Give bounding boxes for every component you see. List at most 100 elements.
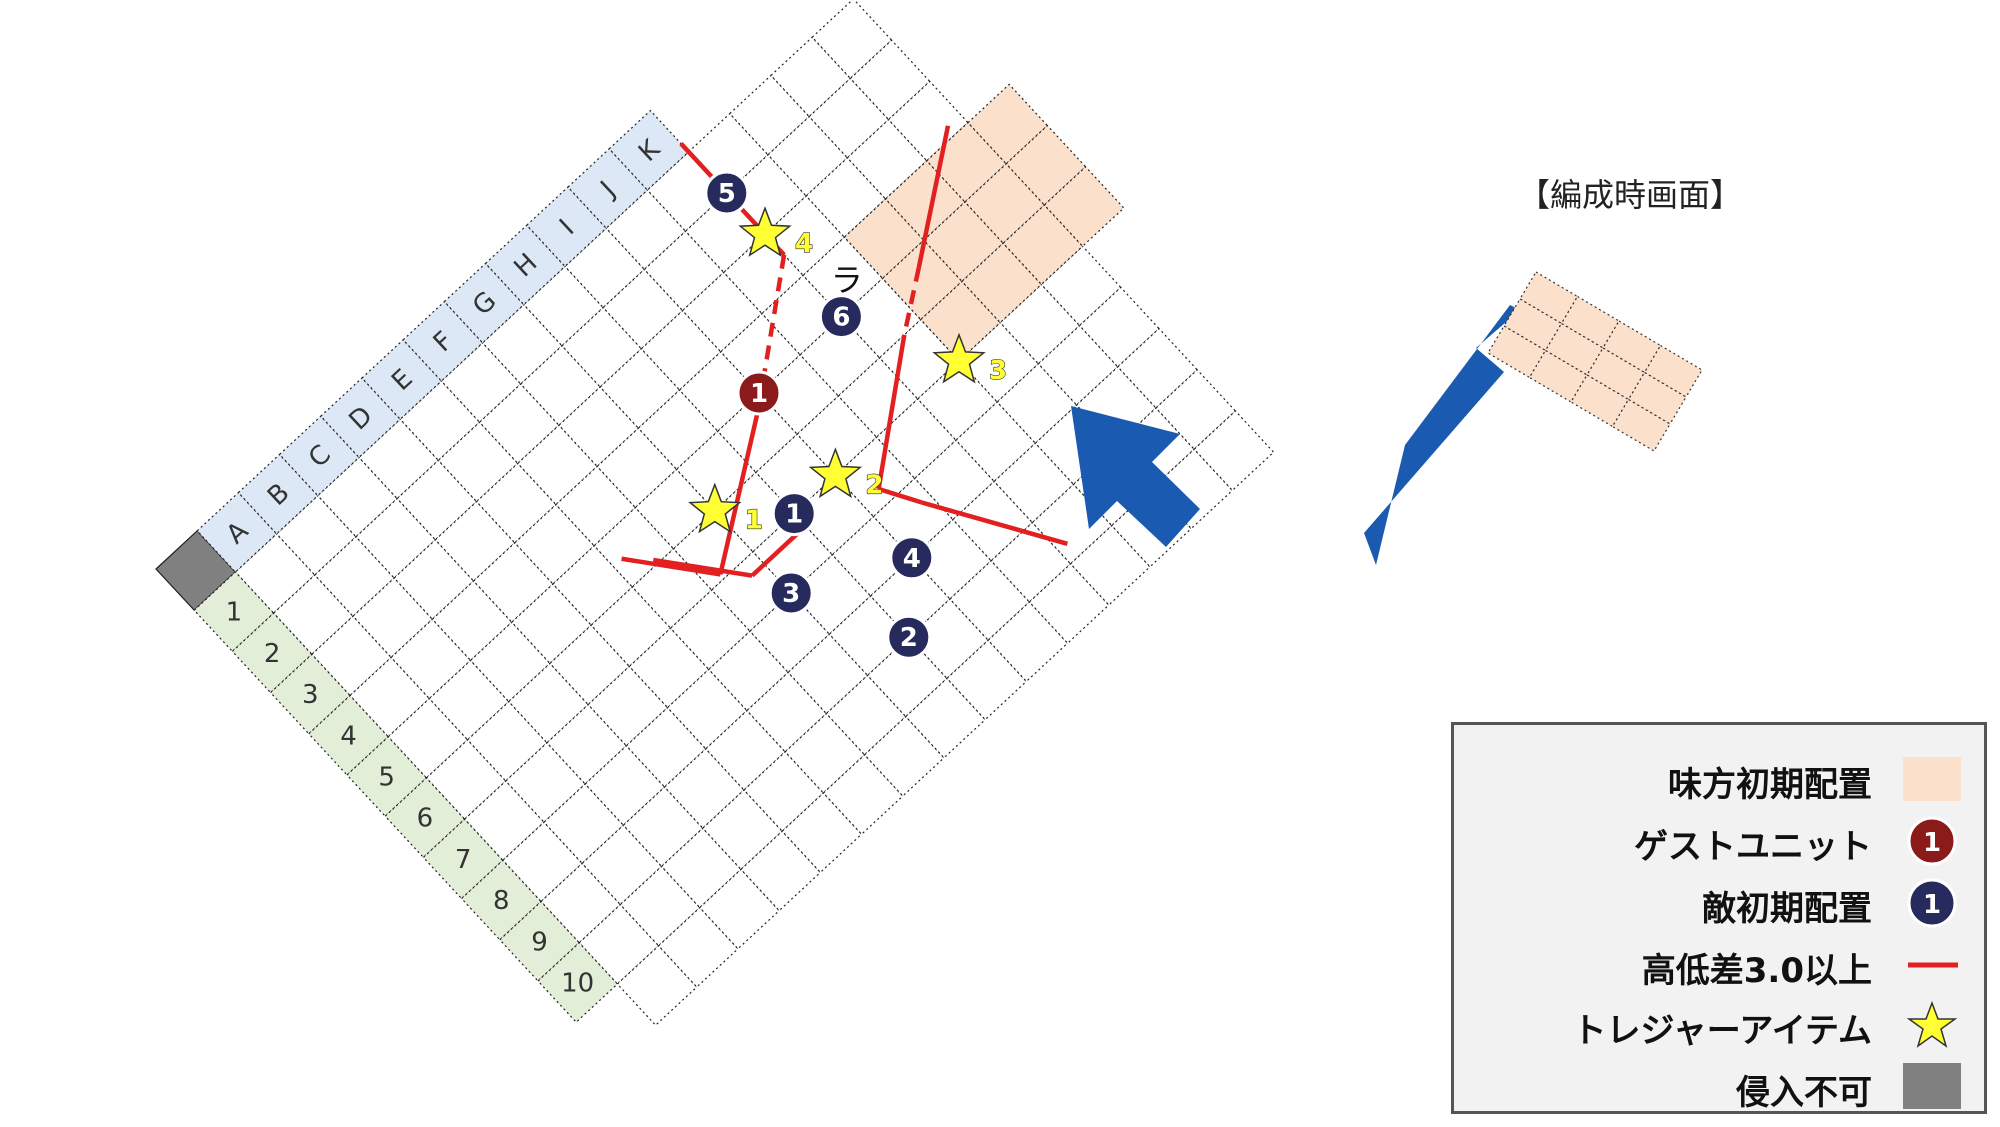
map-cell [799, 315, 881, 397]
legend-label: 侵入不可 [1736, 1073, 1872, 1113]
map-cell [875, 398, 957, 480]
map-cell [802, 236, 884, 318]
map-cell [590, 586, 672, 668]
map-cell [707, 630, 790, 712]
map-cell [1116, 327, 1199, 409]
row-label: 2 [264, 639, 281, 669]
map-cell [755, 433, 837, 515]
enemy-unit-icon: 2 [886, 614, 932, 660]
ally-deploy-cell [967, 83, 1049, 165]
column-header-cell [525, 186, 608, 268]
map-cell [434, 500, 516, 582]
ally-deploy-cell [964, 162, 1046, 245]
legend-label: 敵初期配置 [1702, 889, 1872, 929]
map-cell [1037, 324, 1119, 406]
height-line [876, 334, 907, 490]
map-cell [513, 503, 596, 585]
map-cell [749, 592, 831, 674]
map-cell [904, 677, 987, 759]
map-cell [743, 750, 825, 833]
map-cell [1193, 410, 1275, 492]
height-line [718, 408, 761, 575]
map-cell [728, 74, 811, 156]
map-cell [825, 674, 907, 756]
guest-unit-icon: 1 [1907, 816, 1957, 866]
enemy-unit-icon: 1 [771, 491, 817, 537]
enemy-unit-icon: 6 [818, 294, 864, 340]
map-cell [784, 712, 866, 794]
map-cell [657, 906, 739, 988]
map-cell [767, 115, 849, 197]
row-label: 10 [561, 969, 594, 999]
map-cell [808, 77, 890, 159]
map-cell [946, 639, 1028, 721]
map-cell [428, 659, 510, 741]
map-cell [761, 274, 843, 356]
unit-number: 3 [782, 579, 800, 609]
map-cell [910, 518, 993, 600]
map-cell [758, 353, 840, 436]
map-cell [663, 747, 745, 830]
legend-row-enemy: 敵初期配置 1 [1454, 875, 1984, 931]
map-cell [587, 665, 669, 747]
treasure-star-icon: 4 [738, 206, 814, 260]
row-header-cell [193, 571, 275, 653]
ally-deploy-cell [1043, 165, 1125, 248]
unit-number: 5 [718, 179, 736, 209]
formation-cell [1643, 344, 1703, 398]
map-cell [740, 830, 822, 912]
ally-deploy-cell [961, 242, 1043, 324]
map-cell [558, 386, 640, 468]
row-header-cell [307, 694, 390, 776]
map-cell [790, 553, 872, 636]
enemy-unit-icon: 3 [768, 570, 814, 616]
map-cell [704, 709, 787, 791]
map-cell [863, 715, 945, 797]
map-cell [616, 944, 698, 1027]
unit-number: 1 [785, 500, 803, 530]
map-cell [475, 462, 557, 544]
row-label: 4 [340, 721, 357, 751]
map-cell [643, 230, 725, 312]
legend-guest-number: 1 [1923, 828, 1941, 858]
height-line [621, 556, 721, 577]
ally-deploy-cell [1002, 204, 1084, 286]
map-cell [628, 627, 710, 709]
map-cell [396, 459, 478, 541]
map-cell [681, 271, 763, 353]
map-cell [822, 753, 904, 836]
legend-label: ゲストユニット [1634, 827, 1872, 867]
legend-label: 高低差3.0以上 [1641, 951, 1872, 991]
map-cell [716, 392, 799, 474]
map-cell [552, 544, 634, 627]
ally-deploy-cell [922, 201, 1005, 283]
map-cell [701, 789, 784, 871]
formation-cell [1503, 298, 1563, 352]
formation-cell [1487, 325, 1547, 379]
treasure-star-icon: 3 [932, 332, 1008, 386]
row-header-cell [384, 777, 466, 859]
row-label: 3 [302, 680, 319, 710]
formation-caption: 【編成時画面】 [1517, 176, 1742, 214]
legend-row-blocked: 侵入不可 [1454, 1059, 1984, 1115]
map-cell [916, 359, 999, 442]
map-cell [913, 439, 996, 521]
row-label: 8 [493, 886, 510, 916]
row-label: 1 [226, 598, 243, 628]
map-cell [637, 389, 719, 471]
map-cell [555, 465, 637, 547]
map-cell [834, 436, 916, 518]
height-line [916, 125, 951, 269]
formation-cell [1528, 349, 1588, 403]
map-cell [811, 0, 893, 80]
formation-cell [1586, 347, 1646, 401]
map-cell [625, 706, 707, 788]
unit-number: 2 [900, 623, 918, 653]
height-line [921, 500, 1068, 546]
column-header-cell [402, 300, 484, 382]
formation-cell [1560, 295, 1620, 349]
legend-row-treasure: トレジャーアイテム [1454, 997, 1984, 1053]
map-cell [561, 306, 643, 388]
treasure-number: 2 [865, 470, 883, 500]
